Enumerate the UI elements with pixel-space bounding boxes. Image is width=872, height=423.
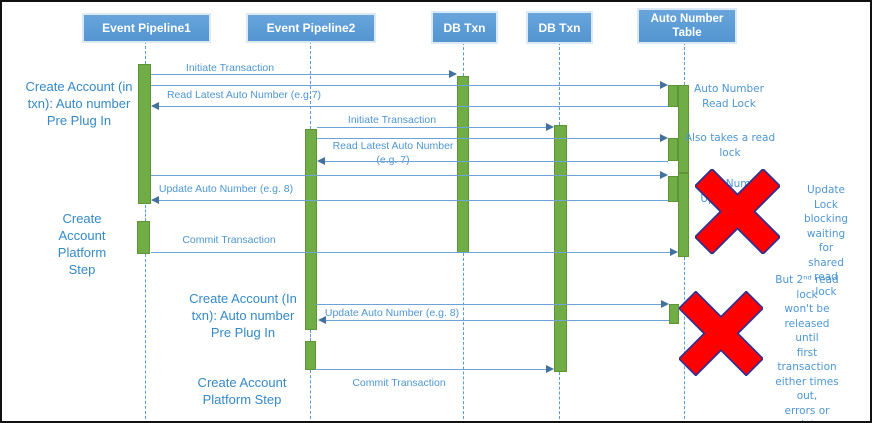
message-line-update-request-1 [151,171,668,179]
arrow-right-icon [661,300,669,308]
arrow-left-icon [151,196,159,204]
message-label: Update Auto Number (e.g. 8) [158,183,294,195]
message-line-read-request-2 [317,134,668,142]
message-line-initiate-txn-1 [151,70,457,78]
arrow-right-icon [546,123,554,131]
arrow-right-icon [449,70,457,78]
activation-read-lock-1 [668,85,678,107]
lifeline-db-txn2 [559,372,560,419]
actor-event-pipeline1: Event Pipeline1 [84,15,209,41]
message-line-update-response-2 [318,316,669,324]
activation-auto-number-update [678,173,689,257]
step-label-create-account-plugin-2: Create Account (In txn): Auto number Pre… [189,291,297,340]
blocked-x-icon [695,169,780,254]
message-line-commit-txn-2 [315,365,554,373]
message-line-read-response-1 [151,102,668,110]
step-label-create-account-platform-2: Create Account Platform Step [197,375,287,407]
activation-pipeline2-txn2 [305,129,317,330]
arrow-left-icon [151,102,159,110]
message-label: Commit Transaction [182,234,276,246]
message-label: Update Auto Number (e.g. 8) [324,307,460,319]
activation-read-lock-2 [668,138,678,161]
message-line-update-request-2 [316,300,669,308]
activation-pipeline1-txn1 [138,64,151,204]
note-update-lock-blocking: Update Lock blocking waiting for shared … [803,184,849,298]
activation-pipeline2-commit [305,341,316,370]
actor-db-txn1: DB Txn [433,13,496,42]
lifeline-db-txn2 [559,42,560,125]
actor-db-txn2: DB Txn [528,13,591,42]
activation-pipeline1-commit [137,221,150,254]
lifeline-auto-number-table [684,42,685,85]
message-line-read-response-2 [317,157,668,165]
message-line-update-response-1 [151,196,668,204]
lifeline-pipeline1 [145,41,146,64]
message-line-commit-txn-1 [151,248,678,256]
activation-auto-number-read [678,85,689,173]
lifeline-pipeline1 [145,205,146,221]
arrow-right-icon [660,171,668,179]
arrow-left-icon [318,316,326,324]
activation-db-txn2 [554,125,567,372]
actor-auto-number-table: Auto Number Table [639,10,735,42]
message-label: Initiate Transaction [347,114,437,126]
message-line-read-request-1 [151,81,668,89]
arrow-right-icon [546,365,554,373]
message-label: Read Latest Auto Number (e.g. 7) [332,140,454,166]
arrow-right-icon [660,81,668,89]
lifeline-pipeline1 [145,254,146,419]
actor-event-pipeline2: Event Pipeline2 [248,15,374,41]
message-label: Initiate Transaction [185,62,275,74]
message-line-initiate-txn-2 [317,123,554,131]
lifeline-db-txn1 [463,253,464,419]
step-label-create-account-platform-1: Create Account Platform Step [57,211,107,277]
lifeline-auto-number-table [684,257,685,419]
lifeline-pipeline2 [310,330,311,341]
blocked-x-icon [679,291,763,376]
lifeline-db-txn1 [463,42,464,76]
message-label: Read Latest Auto Number (e.g.7) [166,89,322,101]
activation-update-lock-1 [668,176,678,202]
note-read-lock: Auto Number Read Lock [694,83,764,110]
message-label: Commit Transaction [352,377,446,389]
lifeline-pipeline2 [310,370,311,419]
activation-db-txn1 [457,76,469,253]
activation-update-lock-2-blocked [669,304,679,324]
step-label-create-account-plugin-1: Create Account (in txn): Auto number Pre… [25,79,133,128]
arrow-right-icon [660,134,668,142]
note-also-read-lock: Also takes a read lock [684,132,776,159]
arrow-left-icon [317,157,325,165]
note-deadlock: But 2ⁿᵈ read lock won't be released unti… [772,274,842,421]
arrow-right-icon [670,248,678,256]
